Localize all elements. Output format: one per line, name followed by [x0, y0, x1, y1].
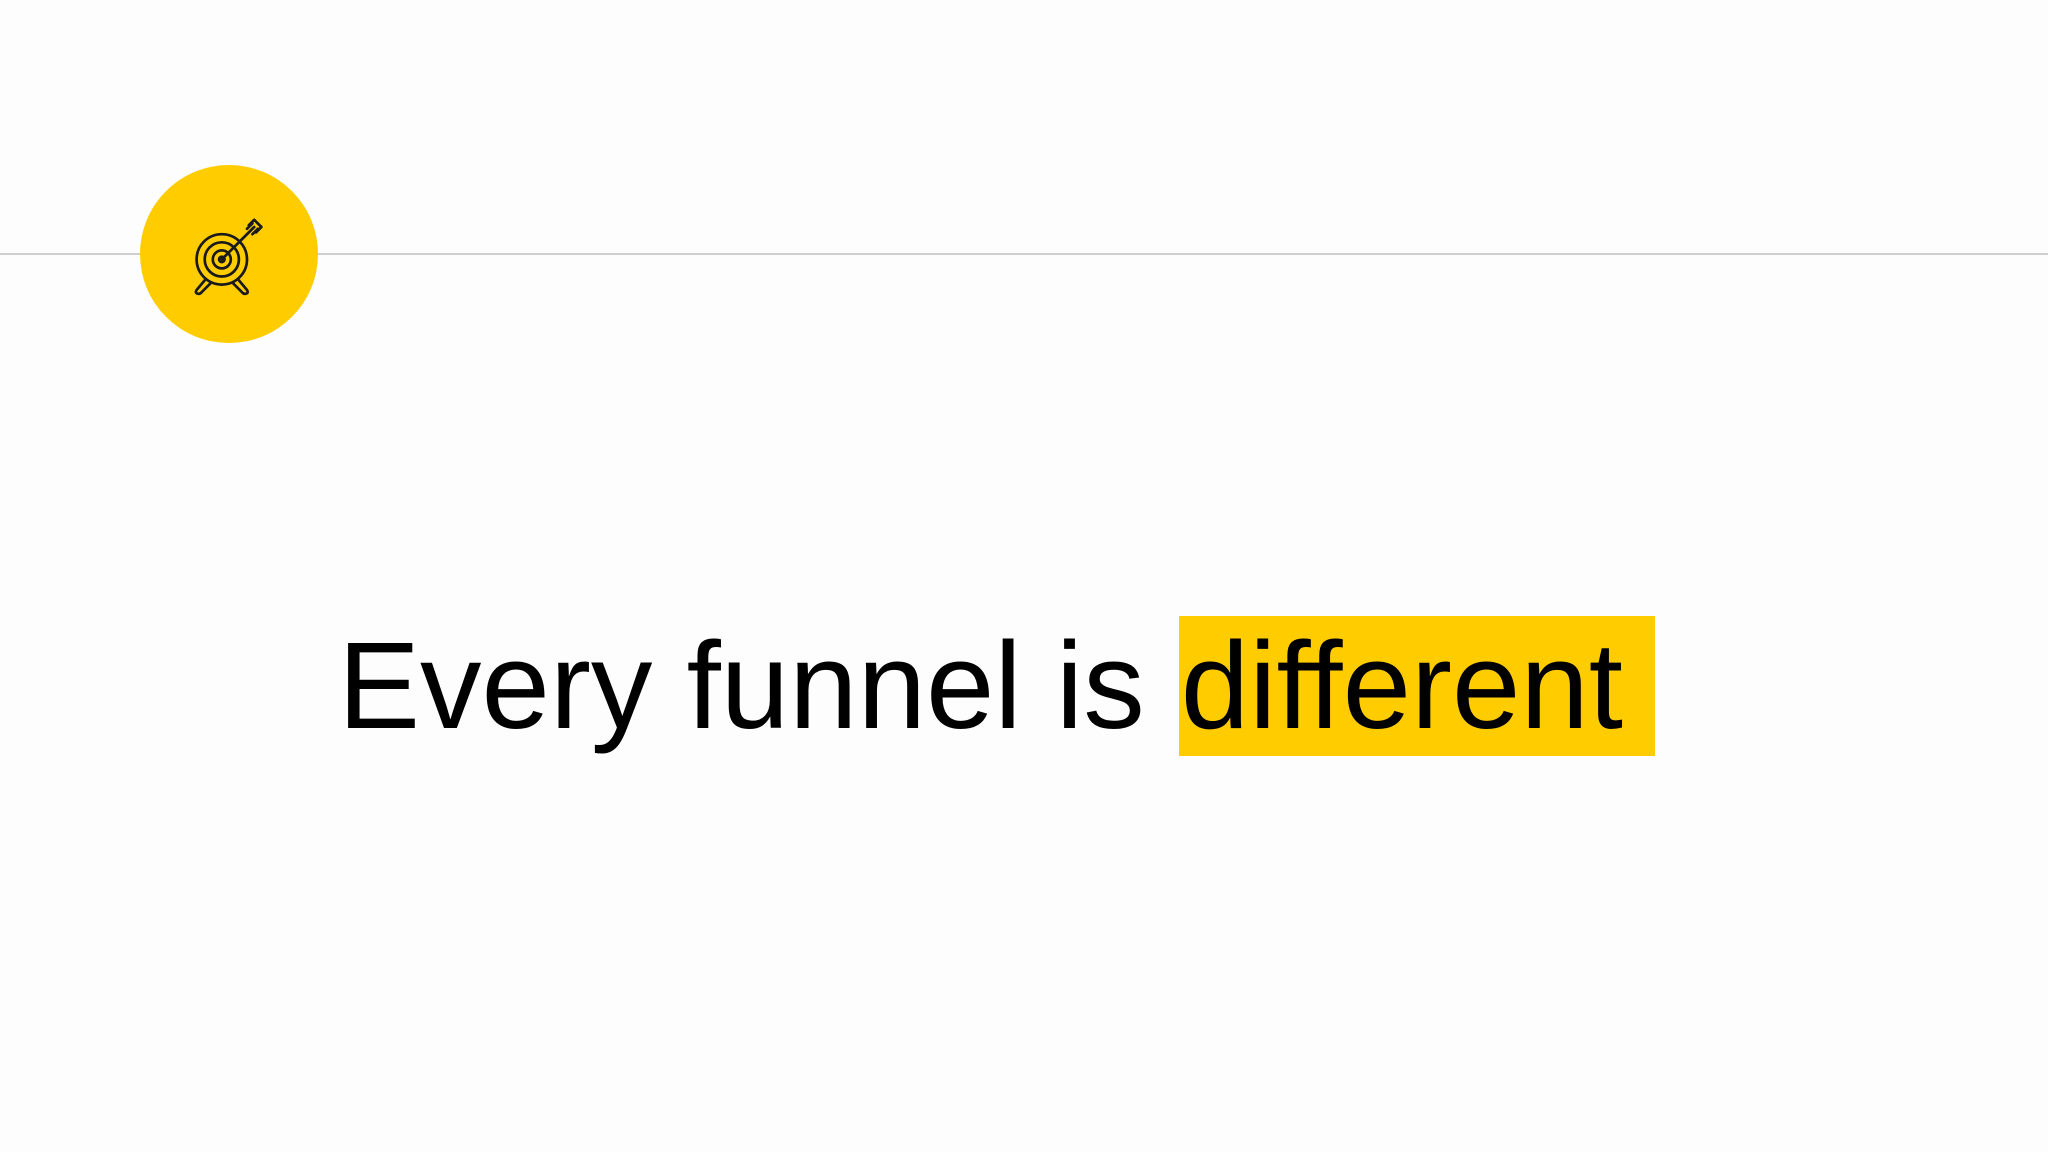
headline-highlight: different [1178, 616, 1655, 756]
headline-text: Every funnel is [338, 617, 1145, 755]
divider-line [0, 253, 2048, 255]
icon-badge [140, 165, 318, 343]
target-arrow-icon [194, 218, 263, 296]
headline: Every funnel is different [338, 616, 1655, 756]
